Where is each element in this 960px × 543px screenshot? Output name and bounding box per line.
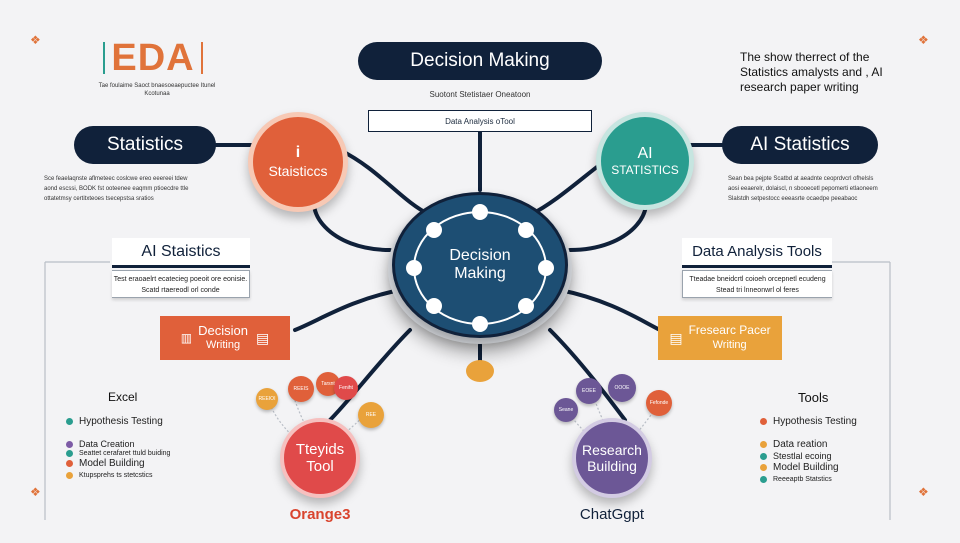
list-item-label: Stestlal ecoing	[773, 451, 832, 461]
bullet-icon	[760, 476, 767, 483]
excel-label: Excel	[108, 390, 138, 404]
statistics-circle-label: Staisticcs	[268, 163, 328, 179]
right-note-line-2: Statistics amalysts and , AI	[740, 65, 883, 79]
tools-label: Tools	[798, 390, 829, 405]
tool-circle: Tteyids Tool	[280, 418, 360, 498]
corner-ornament-icon: ❖	[918, 33, 929, 47]
list-item-label: Data reation	[773, 439, 828, 450]
left-list: Hypothesis Testing Data Creation Seattet…	[66, 416, 170, 479]
tool-circle-line-2: Tool	[306, 458, 334, 475]
eda-title-text: EDA	[111, 36, 195, 79]
bubble: EOEE	[576, 378, 602, 404]
research-box-line-1: Fresearc Pacer	[688, 323, 771, 337]
research-building-circle: Research Building	[572, 418, 652, 498]
document-icon: ▤	[669, 329, 683, 346]
ai-statistics-circle-line-1: AI	[637, 145, 653, 162]
bullet-icon	[66, 418, 73, 425]
list-item: Ktupsprehs ts stetcstics	[66, 472, 170, 479]
decision-writing-line-1: Decision	[198, 323, 248, 338]
bullet-icon	[760, 441, 767, 448]
bubble: Feniht	[334, 376, 358, 400]
research-circle-line-1: Research	[582, 442, 642, 458]
bullet-icon	[760, 464, 767, 471]
bullet-icon	[66, 472, 73, 479]
bubble: Fefonde	[646, 390, 672, 416]
list-item-label: Data Creation	[79, 439, 135, 449]
top-pill-decision-making: Decision Making	[358, 42, 602, 80]
list-item-label: Model Building	[773, 462, 839, 473]
research-box-line-2: Writing	[712, 339, 747, 351]
list-item: Hypothesis Testing	[760, 416, 857, 427]
data-analysis-tools-tab: Data Analysis Tools	[682, 238, 832, 268]
bubble: REEIOI	[256, 388, 278, 410]
research-paper-writing-box: ▤ Fresearc Pacer Writing	[658, 316, 782, 360]
ai-statistics-description: Test eraoaelrt ecatecieg poeoit ore eoni…	[112, 270, 250, 298]
list-item: Stestlal ecoing	[760, 451, 857, 461]
list-item: Model Building	[66, 458, 170, 469]
ai-statistics-circle-line-2: STATISTICS	[611, 163, 679, 177]
research-circle-line-2: Building	[587, 458, 637, 474]
orange3-label: Orange3	[289, 506, 351, 523]
bullet-icon	[66, 450, 73, 457]
list-item: Reeeaptb Statstics	[760, 476, 857, 483]
bullet-icon	[66, 460, 73, 467]
list-item: Model Building	[760, 462, 857, 473]
hub-ring	[406, 204, 554, 332]
ai-statistics-circle: AI STATISTICS	[596, 112, 694, 210]
data-tools-desc-line-1: Tteadae bneidcrtl coioeh orcepnetl ecude…	[689, 276, 826, 283]
bullet-icon	[66, 440, 73, 448]
ai-statistics-tab: AI Staistics	[112, 238, 250, 268]
book-icon: ▥	[180, 330, 193, 345]
right-note-line-3: research paper writing	[740, 80, 859, 94]
statistics-description: Sce feaelaqnste aflmeteec coslcwe ereo e…	[44, 176, 189, 202]
right-note: The show therrect of the Statistics amal…	[740, 50, 920, 95]
chatgpt-label: ChatGgpt	[579, 506, 645, 523]
right-list: Hypothesis Testing Data reation Stestlal…	[760, 416, 857, 483]
list-item-label: Reeeaptb Statstics	[773, 476, 832, 483]
list-item-label: Model Building	[79, 458, 145, 469]
list-item-label: Seattet cerafaret ttuld buiding	[79, 450, 171, 457]
bullet-icon	[760, 452, 767, 460]
right-note-line-1: The show therrect of the	[740, 50, 870, 64]
ai-statistics-right-description: Sean bea pejpte Scatbd at aeadnte ceoprd…	[728, 176, 878, 202]
person-icon: i	[295, 144, 301, 161]
decision-writing-line-2: Writing	[206, 339, 241, 351]
eda-subtitle: Tae foulaime Saoct bnaesoeaepuctee Itune…	[98, 83, 216, 97]
decision-writing-box: ▥ Decision Writing ▤	[160, 316, 290, 360]
top-caption: Suotont Stetistaer Oneatoon	[429, 90, 531, 99]
corner-ornament-icon: ❖	[30, 33, 41, 47]
list-item-label: Hypothesis Testing	[79, 416, 163, 427]
top-box-data-analysis-tool: Data Analysis oTool	[368, 110, 592, 132]
bubble: REEIS	[288, 376, 314, 402]
ai-statistics-pill: AI Statistics	[722, 126, 878, 164]
document-icon: ▤	[255, 329, 270, 346]
statistics-pill: Statistics	[74, 126, 216, 164]
bubble: OOOE	[608, 374, 636, 402]
list-item-label: Ktupsprehs ts stetcstics	[79, 472, 153, 479]
list-item: Data reation	[760, 439, 857, 450]
data-tools-desc-line-2: Stead tri lnneonwrl ol feres	[716, 287, 799, 294]
list-item: Data Creation	[66, 439, 170, 449]
bubble: Seane	[554, 398, 578, 422]
bubble: REE	[358, 402, 384, 428]
statistics-circle: i Staisticcs	[248, 112, 348, 212]
corner-ornament-icon: ❖	[30, 485, 41, 499]
data-analysis-tools-description: Tteadae bneidcrtl coioeh orcepnetl ecude…	[682, 270, 832, 298]
list-item: Seattet cerafaret ttuld buiding	[66, 450, 170, 457]
ai-statistics-desc-line-1: Test eraoaelrt ecatecieg poeoit ore eoni…	[113, 276, 248, 283]
eda-title: EDA	[78, 36, 228, 79]
hub-dot	[466, 360, 494, 382]
ai-statistics-desc-line-2: Scatd rtaereodl orl conde	[141, 287, 220, 294]
hub-line-2: Making	[454, 265, 506, 282]
hub-line-1: Decision	[449, 247, 511, 264]
list-item-label: Hypothesis Testing	[773, 416, 857, 427]
list-item: Hypothesis Testing	[66, 416, 170, 427]
corner-ornament-icon: ❖	[918, 485, 929, 499]
bullet-icon	[760, 418, 767, 425]
tool-circle-line-1: Tteyids	[295, 441, 345, 458]
